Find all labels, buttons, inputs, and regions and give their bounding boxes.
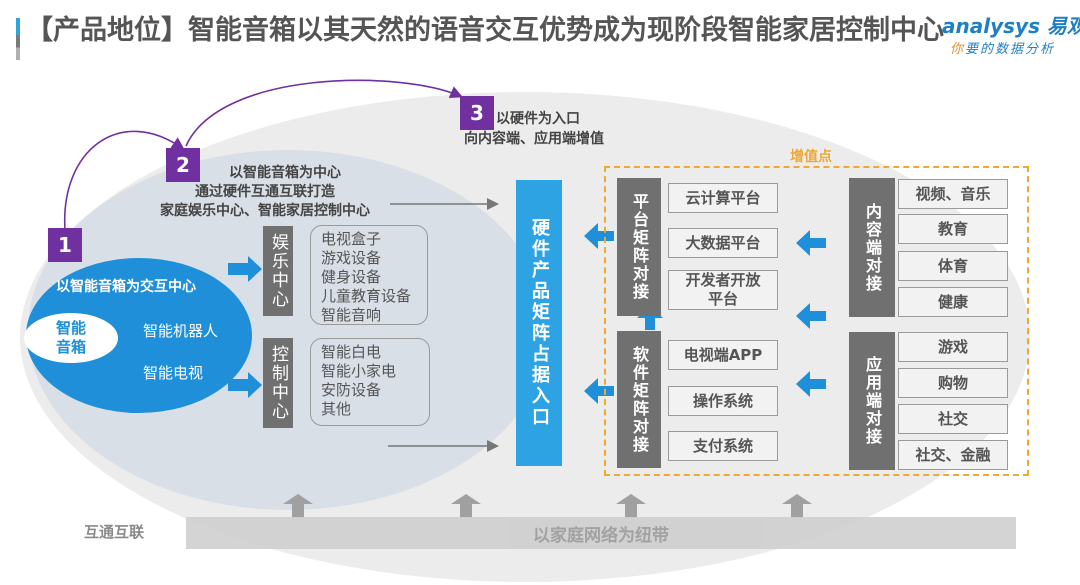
- arrow-app-1: [796, 371, 826, 397]
- step-3-line-2: 向内容端、应用端增值: [464, 131, 604, 147]
- arrow-core-to-entertainment: [228, 256, 262, 282]
- app-side-label: 应用端对接: [849, 332, 895, 470]
- software-item-os: 操作系统: [668, 386, 778, 416]
- control-item: 其他: [321, 400, 352, 418]
- step-2-line-1: 以智能音箱为中心: [229, 165, 341, 181]
- content-side-label: 内容端对接: [849, 178, 895, 317]
- app-item: 社交、金融: [898, 440, 1008, 470]
- up-arrow-3: [616, 494, 646, 518]
- page-title: 【产品地位】智能音箱以其天然的语音交互优势成为现阶段智能家居控制中心: [26, 15, 944, 46]
- arrow-platform-to-hardware: [584, 223, 614, 249]
- curve-step2-to-step3: [185, 79, 463, 147]
- control-item: 安防设备: [321, 381, 382, 399]
- control-item: 智能小家电: [321, 362, 397, 380]
- home-network-label: 以家庭网络为纽带: [533, 525, 669, 546]
- entertainment-item: 游戏设备: [321, 249, 382, 267]
- logo-slogan-first: 你: [950, 42, 966, 57]
- app-item: 购物: [898, 368, 1008, 398]
- entertainment-device-list: 电视盒子 游戏设备 健身设备 儿童教育设备 智能音响: [310, 225, 428, 325]
- logo-slogan: 你要的数据分析: [950, 38, 1055, 57]
- app-item: 游戏: [898, 332, 1008, 362]
- up-arrow-2: [451, 494, 481, 518]
- software-item-tv-app: 电视端APP: [668, 340, 778, 370]
- app-item: 社交: [898, 404, 1008, 434]
- arrow-content-1: [796, 230, 826, 256]
- value-added-label: 增值点: [790, 149, 832, 165]
- entertainment-item: 儿童教育设备: [321, 287, 412, 305]
- platform-item-developer: 开发者开放平台: [668, 270, 778, 310]
- step-1-badge: 1: [48, 228, 82, 262]
- logo-slogan-rest: 要的数据分析: [965, 42, 1056, 57]
- arrow-software-to-hardware: [584, 378, 614, 404]
- step-2-description: 以智能音箱为中心 通过硬件互通互联打造 家庭娱乐中心、智能家居控制中心: [140, 164, 390, 221]
- entertainment-item: 智能音响: [321, 306, 382, 324]
- smart-speaker-bubble: 智能音箱: [24, 313, 118, 363]
- logo-main-text: analysys 易观: [942, 14, 1080, 38]
- up-arrow-4: [782, 494, 812, 518]
- core-title: 以智能音箱为交互中心: [56, 279, 196, 295]
- platform-item-cloud: 云计算平台: [668, 183, 778, 213]
- step-2-line-3: 家庭娱乐中心、智能家居控制中心: [160, 203, 370, 219]
- control-device-list: 智能白电 智能小家电 安防设备 其他: [310, 338, 430, 426]
- entertainment-item: 电视盒子: [321, 230, 382, 248]
- title-accent-bar: [16, 18, 20, 60]
- arrow-content-2: [796, 303, 826, 329]
- content-item: 体育: [898, 251, 1008, 281]
- platform-matrix-label: 平台矩阵对接: [617, 178, 661, 316]
- step-3-badge: 3: [460, 96, 494, 130]
- core-item-tv: 智能电视: [143, 364, 204, 382]
- hardware-entry-box: 硬件产品矩阵占据入口: [516, 180, 562, 466]
- interconnect-label: 互通互联: [84, 523, 145, 541]
- step-3-line-1: 以硬件为入口: [496, 111, 580, 127]
- value-added-region: [604, 166, 1029, 476]
- smart-speaker-label: 智能音箱: [55, 319, 86, 356]
- up-arrow-1: [283, 494, 313, 518]
- core-item-robot: 智能机器人: [143, 322, 219, 340]
- control-center-label: 控制中心: [263, 338, 293, 428]
- entertainment-item: 健身设备: [321, 268, 382, 286]
- analysys-logo: analysys 易观 你要的数据分析: [930, 8, 1080, 63]
- content-item: 健康: [898, 287, 1008, 317]
- step-2-line-2: 通过硬件互通互联打造: [195, 184, 335, 200]
- curve-step1-to-step2: [64, 130, 185, 231]
- software-matrix-label: 软件矩阵对接: [617, 331, 661, 468]
- control-item: 智能白电: [321, 343, 382, 361]
- arrow-core-to-control: [228, 372, 262, 398]
- entertainment-center-label: 娱乐中心: [263, 226, 293, 316]
- platform-item-bigdata: 大数据平台: [668, 228, 778, 258]
- software-item-payment: 支付系统: [668, 431, 778, 461]
- step-2-badge: 2: [166, 148, 200, 182]
- content-item: 教育: [898, 214, 1008, 244]
- home-network-bar: 以家庭网络为纽带: [186, 517, 1016, 549]
- content-item: 视频、音乐: [898, 179, 1008, 209]
